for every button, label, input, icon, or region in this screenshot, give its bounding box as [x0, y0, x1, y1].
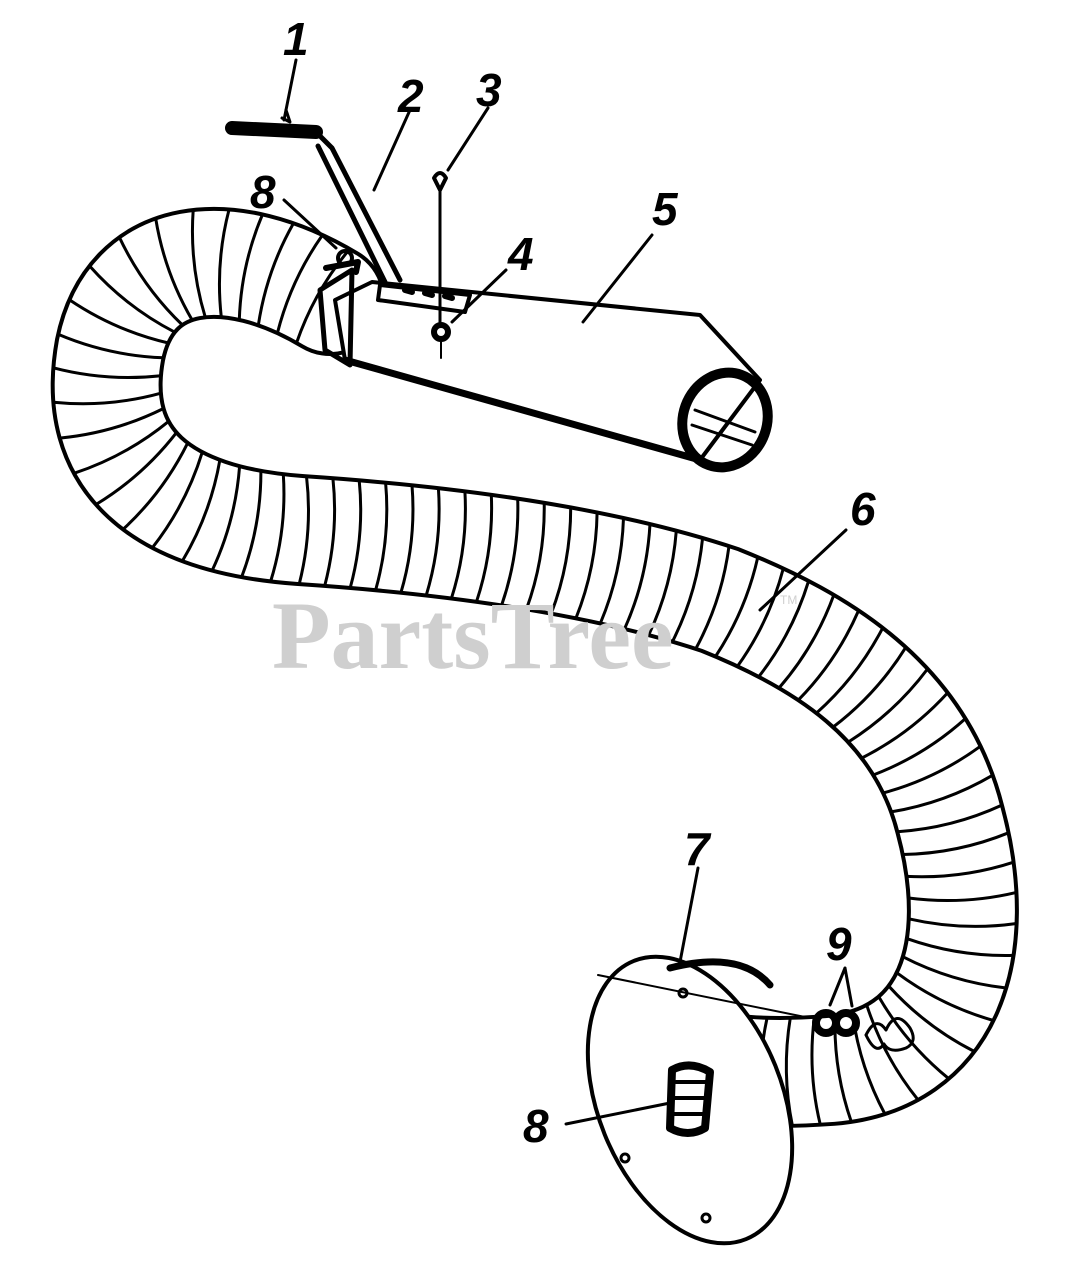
hose-rib: [72, 419, 171, 475]
hose-rib: [889, 773, 995, 814]
callout-2: 2: [397, 70, 424, 122]
hose-rib: [901, 831, 1010, 856]
hose-rib: [58, 407, 165, 440]
hose-rib: [796, 609, 861, 702]
hose-rib: [757, 579, 811, 679]
hose-rib: [275, 233, 324, 335]
callout-8-bottom: 8: [523, 1100, 549, 1152]
callout-4: 4: [507, 228, 534, 280]
hose-rib: [51, 391, 163, 406]
hose-rib: [88, 264, 177, 334]
hose-rib: [887, 984, 976, 1053]
hose-rib: [598, 516, 625, 625]
hose-rib: [180, 458, 222, 563]
hose-rib: [574, 510, 599, 620]
hose-rib: [94, 431, 178, 506]
hose-rib: [256, 221, 295, 327]
hose-rib: [865, 1003, 920, 1102]
watermark-trademark: TM: [780, 593, 797, 607]
hose-rib: [210, 464, 242, 573]
callout-9: 9: [826, 918, 852, 970]
hose-rib: [424, 486, 441, 597]
hose-clamp-top: [323, 249, 361, 275]
callout-1: 1: [283, 13, 309, 65]
hose-rib: [901, 955, 1008, 990]
leader-lines: [280, 58, 854, 1126]
hose-rib: [871, 717, 967, 777]
hose-rib: [814, 626, 885, 715]
hose-rib: [56, 332, 165, 360]
hose-clamp-bottom: [666, 1061, 714, 1137]
hose-rib: [877, 995, 951, 1081]
hose-rib: [647, 529, 678, 637]
hose-rib: [670, 536, 705, 644]
hose-rib: [217, 207, 231, 319]
hose-rib: [323, 476, 337, 588]
hose-rib: [907, 917, 1019, 928]
hose-rib: [881, 744, 982, 795]
screw-and-nut: [431, 171, 451, 359]
hose-rib: [297, 474, 310, 586]
hose-rib: [623, 522, 652, 631]
hose-rib: [714, 555, 760, 658]
hose-rib: [269, 472, 286, 583]
hose-rib: [475, 493, 494, 604]
hose-rib: [449, 489, 467, 600]
hose-rib: [895, 971, 995, 1022]
hose-rib: [374, 481, 389, 592]
callout-5: 5: [652, 183, 679, 235]
hose-rib: [237, 212, 264, 322]
watermark-text: PartsTree: [272, 582, 674, 689]
hose-rib: [736, 567, 785, 668]
hose-rib: [905, 937, 1015, 958]
hose-rib: [150, 450, 204, 550]
hose-rib: [846, 667, 930, 744]
hose-rib: [831, 645, 908, 729]
hose-rib: [907, 890, 1018, 903]
hose-rib: [240, 469, 263, 579]
hose-rib: [524, 501, 546, 611]
callout-3: 3: [476, 64, 502, 116]
hose-rib: [549, 505, 573, 616]
callout-labels: 1 2 3 4 5 6 7 8 8 9: [250, 13, 876, 1152]
hose-rib: [154, 217, 194, 322]
hose-rib: [190, 208, 207, 319]
hose-rib: [348, 478, 363, 590]
callout-7: 7: [684, 823, 712, 875]
hose-rib: [777, 593, 836, 690]
hose-rib: [399, 483, 415, 595]
hose-rib: [895, 803, 1004, 834]
callout-8-top: 8: [250, 166, 276, 218]
callout-6: 6: [850, 483, 876, 535]
hose-rib: [694, 544, 731, 651]
watermark: PartsTree TM: [272, 582, 797, 689]
flexible-hose: [50, 206, 1019, 1128]
handle-assembly: [225, 121, 472, 314]
hose-rib: [121, 441, 190, 531]
hose-rib: [117, 235, 184, 327]
hose-rib: [500, 497, 520, 607]
hose-rib: [67, 298, 170, 345]
hose-rib: [51, 366, 163, 379]
washers: [812, 1009, 915, 1052]
hose-rib: [860, 691, 950, 760]
hose-rib: [905, 860, 1016, 879]
